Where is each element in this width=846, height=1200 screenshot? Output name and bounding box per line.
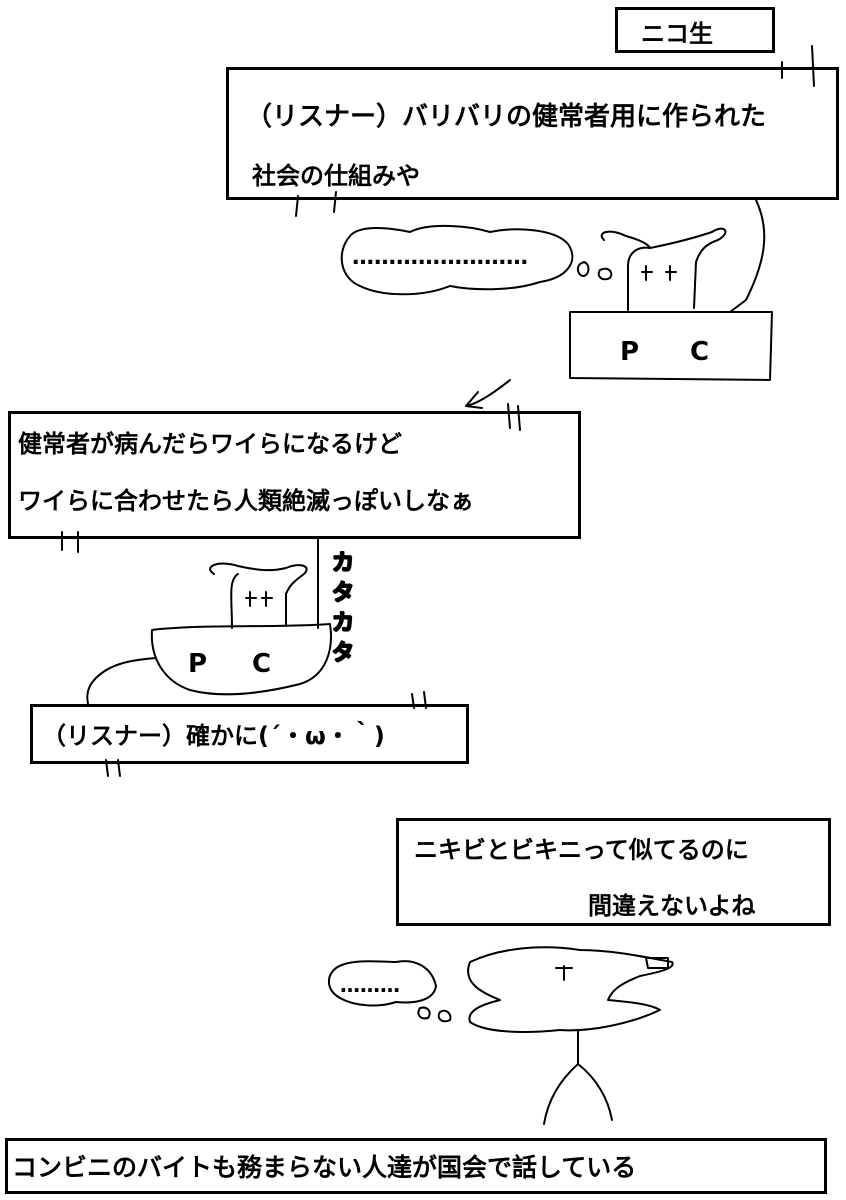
line-to-speech-1	[729, 199, 766, 313]
speech-3-line-1: （リスナー）確かに(´・ω・｀)	[42, 722, 385, 750]
thought-cloud-2	[328, 960, 437, 1007]
thought-cloud-1	[340, 224, 574, 296]
thought-bubble-dots-1	[576, 261, 613, 281]
title-text: ニコ生	[641, 20, 713, 48]
speech-2-line-2: ワイらに合わせたら人類絶滅っぽいしなぁ	[18, 487, 474, 515]
character-3-body	[543, 1029, 613, 1125]
character-1	[600, 227, 727, 311]
speech-4-line-2: 間違えないよね	[588, 892, 756, 920]
pc-desk-1	[569, 311, 773, 381]
arrow	[465, 379, 511, 409]
caption-text: コンビニのバイトも務まらない人達が国会で話している	[12, 1153, 637, 1182]
pc-label-c-1: C	[690, 337, 709, 367]
sfx-text: カタカタ	[332, 551, 354, 666]
thought-bubble-dots-2	[417, 1006, 452, 1023]
thought-text-1: ……………………	[352, 245, 528, 270]
pc-label-p-2: P	[188, 649, 207, 679]
caption-box	[5, 1138, 827, 1194]
speech-2-line-1: 健常者が病んだらワイらになるけど	[18, 430, 402, 458]
character-3-eyes	[555, 957, 669, 981]
pc-label-c-2: C	[252, 649, 271, 679]
speech-1-line-2: 社会の仕組みや	[252, 162, 420, 190]
speech-1-line-1: （リスナー）バリバリの健常者用に作られた	[246, 102, 767, 132]
character-3	[467, 946, 674, 1033]
pc-desk-2	[150, 623, 332, 696]
speech-4-line-1: ニキビとビキニって似てるのに	[414, 836, 749, 864]
speech-box-4	[396, 818, 831, 926]
character-1-eyes	[641, 265, 677, 281]
thought-text-2: ………	[340, 973, 400, 997]
pc-label-p-1: P	[620, 337, 639, 367]
character-2	[209, 562, 308, 629]
line-to-speech-3	[86, 657, 157, 705]
character-2-eyes	[245, 591, 273, 607]
